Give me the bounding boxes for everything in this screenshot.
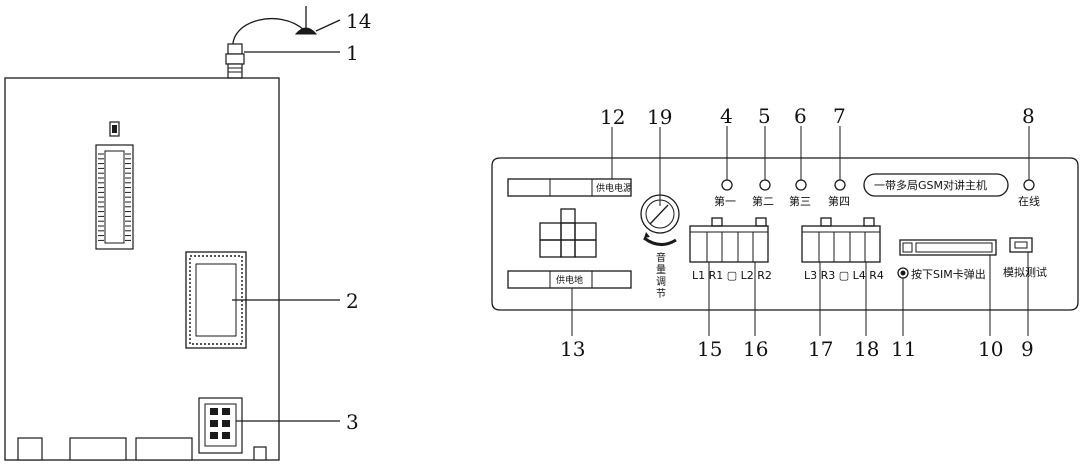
callout-3: 3: [346, 410, 359, 434]
callout-18: 18: [854, 337, 879, 361]
bottom-connector-3: [135, 437, 193, 461]
callout-15: 15: [697, 337, 722, 361]
power-jack-strip: 供电电源: [507, 178, 632, 197]
callout-17: 17: [808, 337, 833, 361]
terminal-a-label: L1 R1 ▢ L2 R2: [692, 269, 772, 282]
led-4-label: 第四: [828, 194, 850, 208]
antenna-icon: [294, 6, 341, 35]
test-label: 模拟测试: [1003, 265, 1047, 279]
callout-2: 2: [346, 289, 359, 313]
ground-strip: 供电地: [507, 270, 632, 289]
terminal-block-b: L3 R3 ▢ L4 R4: [801, 217, 884, 282]
callout-7: 7: [833, 104, 846, 128]
callout-19: 19: [647, 105, 672, 129]
volume-label-3: 调: [656, 276, 666, 288]
callout-11: 11: [891, 337, 916, 361]
sim-eject-label: 按下SIM卡弹出: [911, 267, 986, 281]
sim-tray: [899, 239, 997, 256]
led-indicators: 第一 第二 第三 第四 在线: [714, 179, 1040, 208]
device-name-plate: 一带多局GSM对讲主机: [863, 173, 1009, 197]
ground-label: 供电地: [556, 274, 583, 286]
sim-eject-button-icon: 按下SIM卡弹出: [897, 267, 986, 281]
callout-1: 1: [346, 41, 359, 65]
bottom-connector-4: [253, 446, 267, 461]
power-source-label: 供电电源: [596, 182, 632, 194]
sim-card-slot: [198, 397, 340, 454]
ic-socket: [95, 144, 134, 250]
bottom-connector-1: [17, 437, 43, 461]
led-2-label: 第二: [752, 194, 774, 208]
volume-label-2: 量: [656, 264, 666, 276]
callout-13: 13: [560, 337, 585, 361]
callout-10: 10: [978, 337, 1003, 361]
volume-label-1: 音: [656, 251, 666, 264]
circuit-board: 14 1 2 3: [4, 6, 371, 461]
multi-pin-connector: [539, 208, 597, 258]
device-name: 一带多局GSM对讲主机: [874, 178, 987, 192]
callout-4: 4: [720, 104, 733, 128]
led-1-label: 第一: [714, 194, 736, 208]
gsm-module: [185, 251, 340, 349]
callout-16: 16: [743, 337, 768, 361]
bottom-connector-2: [69, 437, 127, 461]
volume-label-4: 节: [656, 288, 666, 300]
terminal-block-a: L1 R1 ▢ L2 R2: [689, 217, 772, 282]
volume-knob: 音 量 调 节: [640, 194, 680, 300]
leader-lines: [571, 126, 1030, 336]
antenna-cable: [232, 17, 305, 49]
led-online-icon: [1023, 179, 1035, 191]
callout-8: 8: [1022, 104, 1035, 128]
test-switch: 模拟测试: [1003, 237, 1047, 279]
antenna-connector: [225, 43, 340, 79]
led-3-label: 第三: [789, 194, 811, 208]
led-3-icon: [795, 179, 807, 191]
led-4-icon: [834, 179, 846, 191]
led-1-icon: [721, 179, 733, 191]
led-2-icon: [759, 179, 771, 191]
led-online-label: 在线: [1018, 194, 1040, 208]
callout-12: 12: [600, 105, 625, 129]
callout-5: 5: [758, 104, 771, 128]
callout-6: 6: [794, 104, 807, 128]
callout-14: 14: [346, 9, 371, 33]
callout-9: 9: [1021, 337, 1034, 361]
terminal-b-label: L3 R3 ▢ L4 R4: [804, 269, 884, 282]
panel-outline: [491, 157, 1079, 311]
front-panel: 供电电源 供电地 音 量 调 节: [491, 104, 1079, 361]
